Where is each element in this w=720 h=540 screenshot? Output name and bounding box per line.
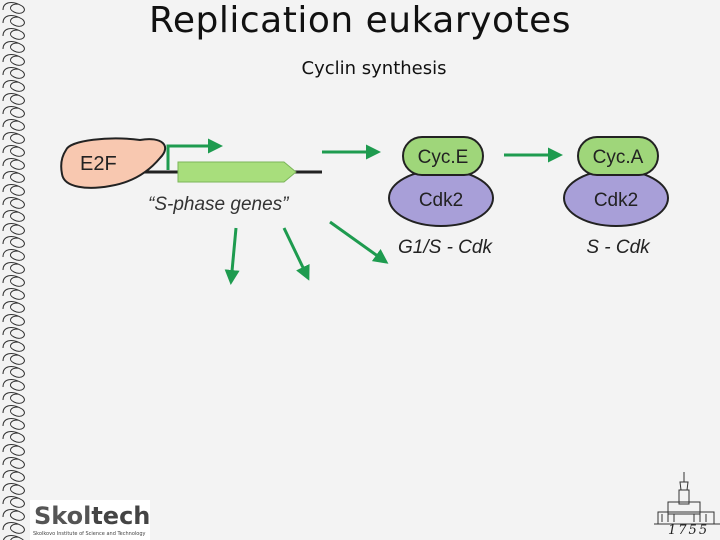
spiral-loop (2, 483, 25, 495)
spiral-loop (2, 275, 25, 287)
spiral-loop (2, 418, 25, 430)
spiral-loop (2, 236, 25, 248)
slide-title: Replication eukaryotes (148, 0, 572, 41)
s-phase-genes-label: “S-phase genes” (148, 194, 290, 215)
spiral-loop (2, 106, 25, 118)
cyclin-e-label: Cyc.E (418, 147, 469, 168)
gene-arrow-down-2 (282, 227, 310, 281)
spiral-loop (2, 119, 25, 131)
cyclin-a-shape (577, 136, 659, 176)
spiral-loop (2, 197, 25, 209)
spiral-loop (2, 2, 25, 14)
spiral-loop (2, 405, 25, 417)
spiral-loop (2, 522, 25, 534)
cyclin-a-label: Cyc.A (593, 147, 644, 168)
spiral-loop (2, 262, 25, 274)
s-phase-gene-box (177, 161, 297, 183)
e2f-label: E2F (80, 153, 117, 175)
transcription-start-arrow (166, 138, 223, 170)
skoltech-logo: Skoltech Skolkovo Institute of Science a… (30, 500, 150, 540)
spiral-loop (2, 509, 25, 521)
cdk2-s-label: Cdk2 (594, 190, 638, 211)
gene-arrow-down-1 (224, 227, 240, 285)
g1s-cdk-label: G1/S - Cdk (398, 237, 493, 258)
spiral-loop (2, 444, 25, 456)
spiral-loop (2, 41, 25, 53)
spiral-loop (2, 171, 25, 183)
spiral-loop (2, 15, 25, 27)
spiral-loop (2, 457, 25, 469)
cdk2-g1s-label: Cdk2 (419, 190, 463, 211)
spiral-loop (2, 392, 25, 404)
spiral-loop (2, 28, 25, 40)
logo-wordmark: Skoltech (34, 502, 151, 530)
spiral-loop (2, 379, 25, 391)
s-cdk-label: S - Cdk (586, 237, 651, 258)
spiral-loop (2, 223, 25, 235)
spiral-loop (2, 288, 25, 300)
spiral-loop (2, 301, 25, 313)
spiral-loop (2, 184, 25, 196)
emblem-year: 1755 (668, 523, 710, 538)
spiral-loop (2, 249, 25, 261)
cyclin-e-shape (402, 136, 484, 176)
spiral-loop (2, 470, 25, 482)
spiral-loop (2, 327, 25, 339)
spiral-loop (2, 132, 25, 144)
spiral-loop (2, 340, 25, 352)
spiral-loop (2, 93, 25, 105)
spiral-binding-decoration (2, 2, 25, 540)
spiral-loop (2, 496, 25, 508)
spiral-loop (2, 54, 25, 66)
e2f-protein-shape (60, 137, 167, 189)
spiral-loop (2, 80, 25, 92)
spiral-loop (2, 158, 25, 170)
spiral-loop (2, 366, 25, 378)
spiral-loop (2, 67, 25, 79)
university-building-emblem (654, 472, 720, 525)
spiral-loop (2, 353, 25, 365)
slide-subtitle: Cyclin synthesis (301, 58, 447, 79)
spiral-loop (2, 145, 25, 157)
logo-subtext: Skolkovo Institute of Science and Techno… (33, 531, 146, 537)
spiral-loop (2, 431, 25, 443)
spiral-loop (2, 210, 25, 222)
spiral-loop (2, 314, 25, 326)
gene-arrow-to-g1s (329, 220, 389, 264)
